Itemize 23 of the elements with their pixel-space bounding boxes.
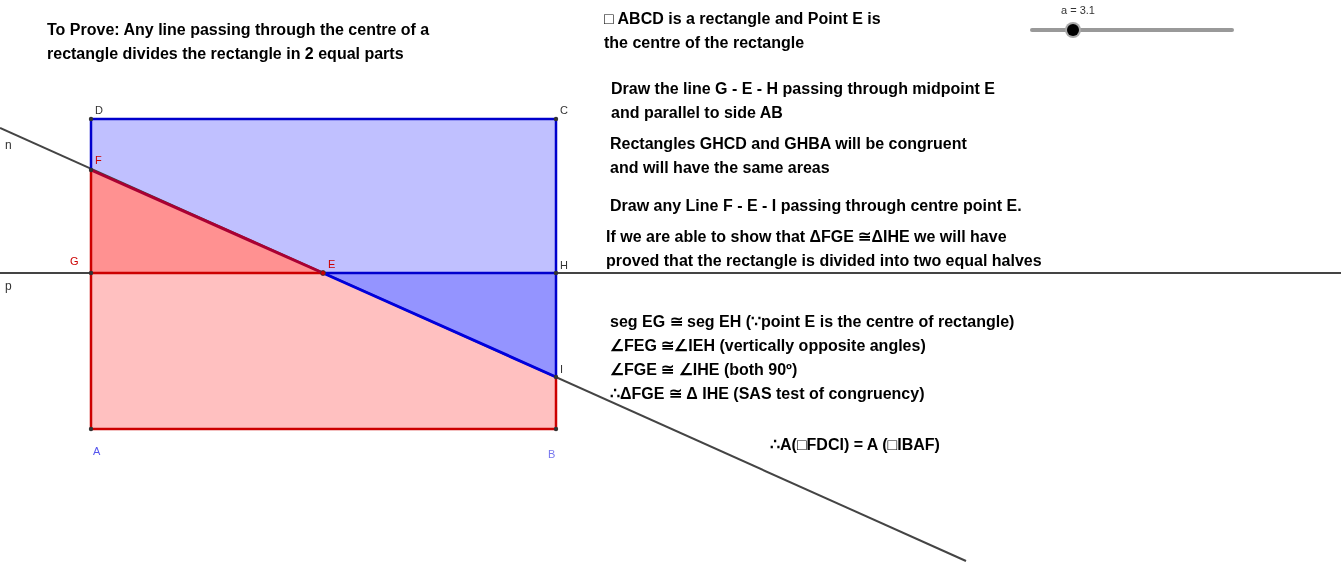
line-label: n bbox=[5, 139, 12, 152]
point-label: F bbox=[95, 154, 102, 167]
point-label: D bbox=[95, 104, 103, 117]
statement-text: If we are able to show that ΔFGE ≅ΔIHE we will have proved that the rectangle is divided into two equal halves bbox=[606, 227, 1043, 271]
point-label: C bbox=[560, 104, 568, 117]
point-label: A bbox=[93, 445, 101, 458]
statement-text: □ ABCD is a rectangle and Point E is the centre of the rectangle bbox=[604, 9, 882, 53]
proof-step: ∠FGE ≅ ∠IHE (both 90º) bbox=[610, 358, 798, 382]
title: To Prove: Any line passing through the centre of a rectangle divides the rectangle in 2 equal parts bbox=[47, 20, 431, 64]
point-label: B bbox=[548, 448, 556, 461]
conclusion-text: ∴A(□FDCI) = A (□IBAF) bbox=[770, 435, 940, 455]
line-label: p bbox=[5, 280, 12, 293]
proof-step: seg EG ≅ seg EH (∵point E is the centre of rectangle) bbox=[610, 310, 1015, 334]
point-label: E bbox=[328, 258, 336, 271]
slider-value-label: a = 3.1 bbox=[1061, 4, 1095, 17]
proof-step: ∴ΔFGE ≅ Δ IHE (SAS test of congruency) bbox=[610, 382, 925, 406]
point-label: I bbox=[560, 363, 564, 376]
statement-text: Rectangles GHCD and GHBA will be congruent and will have the same areas bbox=[610, 134, 968, 178]
point-label: H bbox=[560, 259, 568, 272]
proof-step: ∠FEG ≅∠IEH (vertically opposite angles) bbox=[610, 334, 926, 358]
point-label: G bbox=[70, 255, 79, 268]
statement-text: Draw any Line F - E - I passing through centre point E. bbox=[610, 196, 1022, 216]
statement-text: Draw the line G - E - H passing through midpoint E and parallel to side AB bbox=[611, 79, 996, 123]
